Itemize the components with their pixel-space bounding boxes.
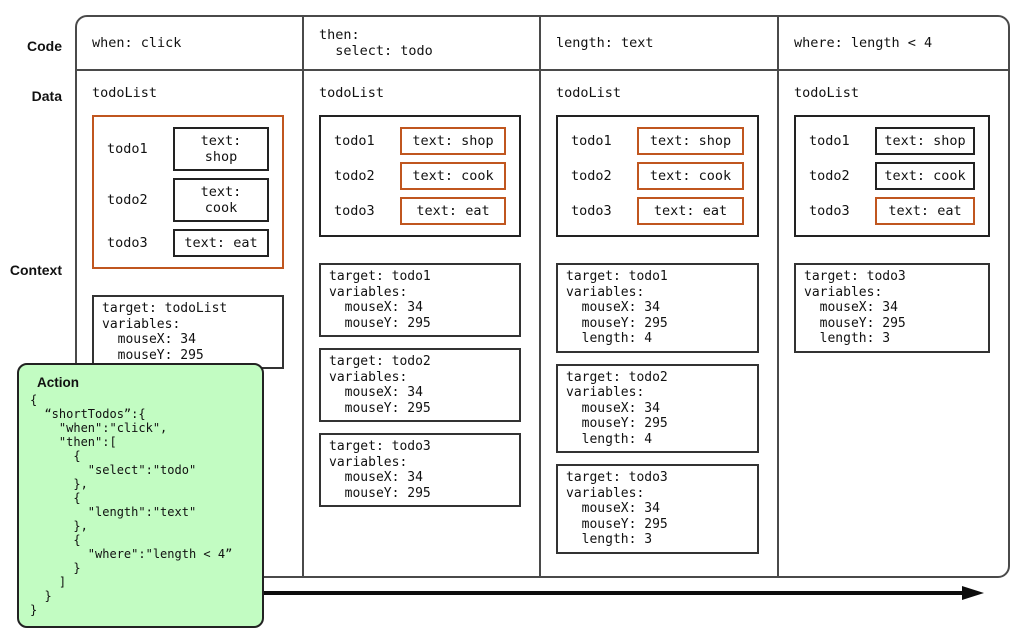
context-section: target: todo1 variables: mouseX: 34 mous… xyxy=(541,237,777,554)
timeline-arrowhead-icon xyxy=(962,586,984,600)
todo-value-box: text: eat xyxy=(637,197,744,225)
context-box: target: todo2 variables: mouseX: 34 mous… xyxy=(319,348,521,422)
todo-value-box: text: shop xyxy=(637,127,744,155)
todo-value-box: text: cook xyxy=(875,162,975,190)
data-list-name: todoList xyxy=(319,85,385,101)
data-section: todoList todo1 text: shop todo2 text: co… xyxy=(304,71,539,237)
todo-key: todo3 xyxy=(107,235,148,251)
code-cell: when: click xyxy=(77,17,302,71)
context-box: target: todo3 variables: mouseX: 34 mous… xyxy=(556,464,759,554)
context-box: target: todoList variables: mouseX: 34 m… xyxy=(92,295,284,369)
todo-row: todo1 text: shop xyxy=(809,127,975,155)
todo-key: todo1 xyxy=(334,133,375,149)
todo-value-box: text: eat xyxy=(400,197,506,225)
todo-key: todo1 xyxy=(809,133,850,149)
data-section: todoList todo1 text: shop todo2 text: co… xyxy=(541,71,777,237)
todo-row: todo2 text: cook xyxy=(571,162,744,190)
todo-row: todo1 text: shop xyxy=(334,127,506,155)
timeline-arrow xyxy=(256,591,962,595)
todo-key: todo1 xyxy=(107,141,148,157)
action-panel: Action { “shortTodos”:{ "when":"click", … xyxy=(17,363,264,628)
data-section: todoList todo1 text: shop todo2 text: co… xyxy=(779,71,1008,237)
todo-key: todo1 xyxy=(571,133,612,149)
todo-row: todo3 text: eat xyxy=(571,197,744,225)
todo-row: todo1 text: shop xyxy=(571,127,744,155)
code-cell: length: text xyxy=(541,17,777,71)
data-section: todoList todo1 text: shop todo2 text: co… xyxy=(77,71,302,269)
pipeline-column-1: when: click todoList todo1 text: shop to… xyxy=(77,17,302,576)
action-json-code: { “shortTodos”:{ "when":"click", "then":… xyxy=(30,393,233,617)
row-label-data: Data xyxy=(31,88,62,104)
pipeline-column-2: then: select: todo todoList todo1 text: … xyxy=(302,17,539,576)
pipeline-column-4: where: length < 4 todoList todo1 text: s… xyxy=(777,17,1008,576)
todo-row: todo2 text: cook xyxy=(107,178,269,222)
todo-key: todo3 xyxy=(571,203,612,219)
pipeline-column-3: length: text todoList todo1 text: shop t… xyxy=(539,17,777,576)
todo-key: todo2 xyxy=(571,168,612,184)
row-label-code: Code xyxy=(27,38,62,54)
context-box: target: todo1 variables: mouseX: 34 mous… xyxy=(319,263,521,337)
todo-value-box: text: cook xyxy=(637,162,744,190)
todo-row: todo3 text: eat xyxy=(107,229,269,257)
todo-row: todo3 text: eat xyxy=(334,197,506,225)
code-cell: where: length < 4 xyxy=(779,17,1008,71)
data-list-name: todoList xyxy=(794,85,860,101)
todo-list-box: todo1 text: shop todo2 text: cook todo3 … xyxy=(556,115,759,237)
todo-list-box: todo1 text: shop todo2 text: cook todo3 … xyxy=(92,115,284,269)
context-section: target: todo1 variables: mouseX: 34 mous… xyxy=(304,237,539,507)
data-list-name: todoList xyxy=(556,85,622,101)
context-section: target: todo3 variables: mouseX: 34 mous… xyxy=(779,237,1008,353)
context-box: target: todo1 variables: mouseX: 34 mous… xyxy=(556,263,759,353)
todo-row: todo2 text: cook xyxy=(809,162,975,190)
todo-value-box: text: shop xyxy=(875,127,975,155)
context-box: target: todo3 variables: mouseX: 34 mous… xyxy=(319,433,521,507)
todo-value-box: text: eat xyxy=(875,197,975,225)
todo-key: todo2 xyxy=(809,168,850,184)
context-section: target: todoList variables: mouseX: 34 m… xyxy=(77,269,302,369)
todo-value-box: text: cook xyxy=(400,162,506,190)
todo-value-box: text: cook xyxy=(173,178,269,222)
todo-row: todo3 text: eat xyxy=(809,197,975,225)
todo-list-box: todo1 text: shop todo2 text: cook todo3 … xyxy=(319,115,521,237)
row-label-context: Context xyxy=(9,262,62,278)
todo-value-box: text: eat xyxy=(173,229,269,257)
todo-key: todo3 xyxy=(809,203,850,219)
todo-row: todo2 text: cook xyxy=(334,162,506,190)
todo-value-box: text: shop xyxy=(400,127,506,155)
context-box: target: todo3 variables: mouseX: 34 mous… xyxy=(794,263,990,353)
action-panel-title: Action xyxy=(37,375,79,390)
todo-key: todo2 xyxy=(107,192,148,208)
todo-row: todo1 text: shop xyxy=(107,127,269,171)
data-list-name: todoList xyxy=(92,85,158,101)
context-box: target: todo2 variables: mouseX: 34 mous… xyxy=(556,363,759,453)
todo-key: todo3 xyxy=(334,203,375,219)
code-cell: then: select: todo xyxy=(304,17,539,71)
todo-key: todo2 xyxy=(334,168,375,184)
todo-list-box: todo1 text: shop todo2 text: cook todo3 … xyxy=(794,115,990,237)
todo-value-box: text: shop xyxy=(173,127,269,171)
